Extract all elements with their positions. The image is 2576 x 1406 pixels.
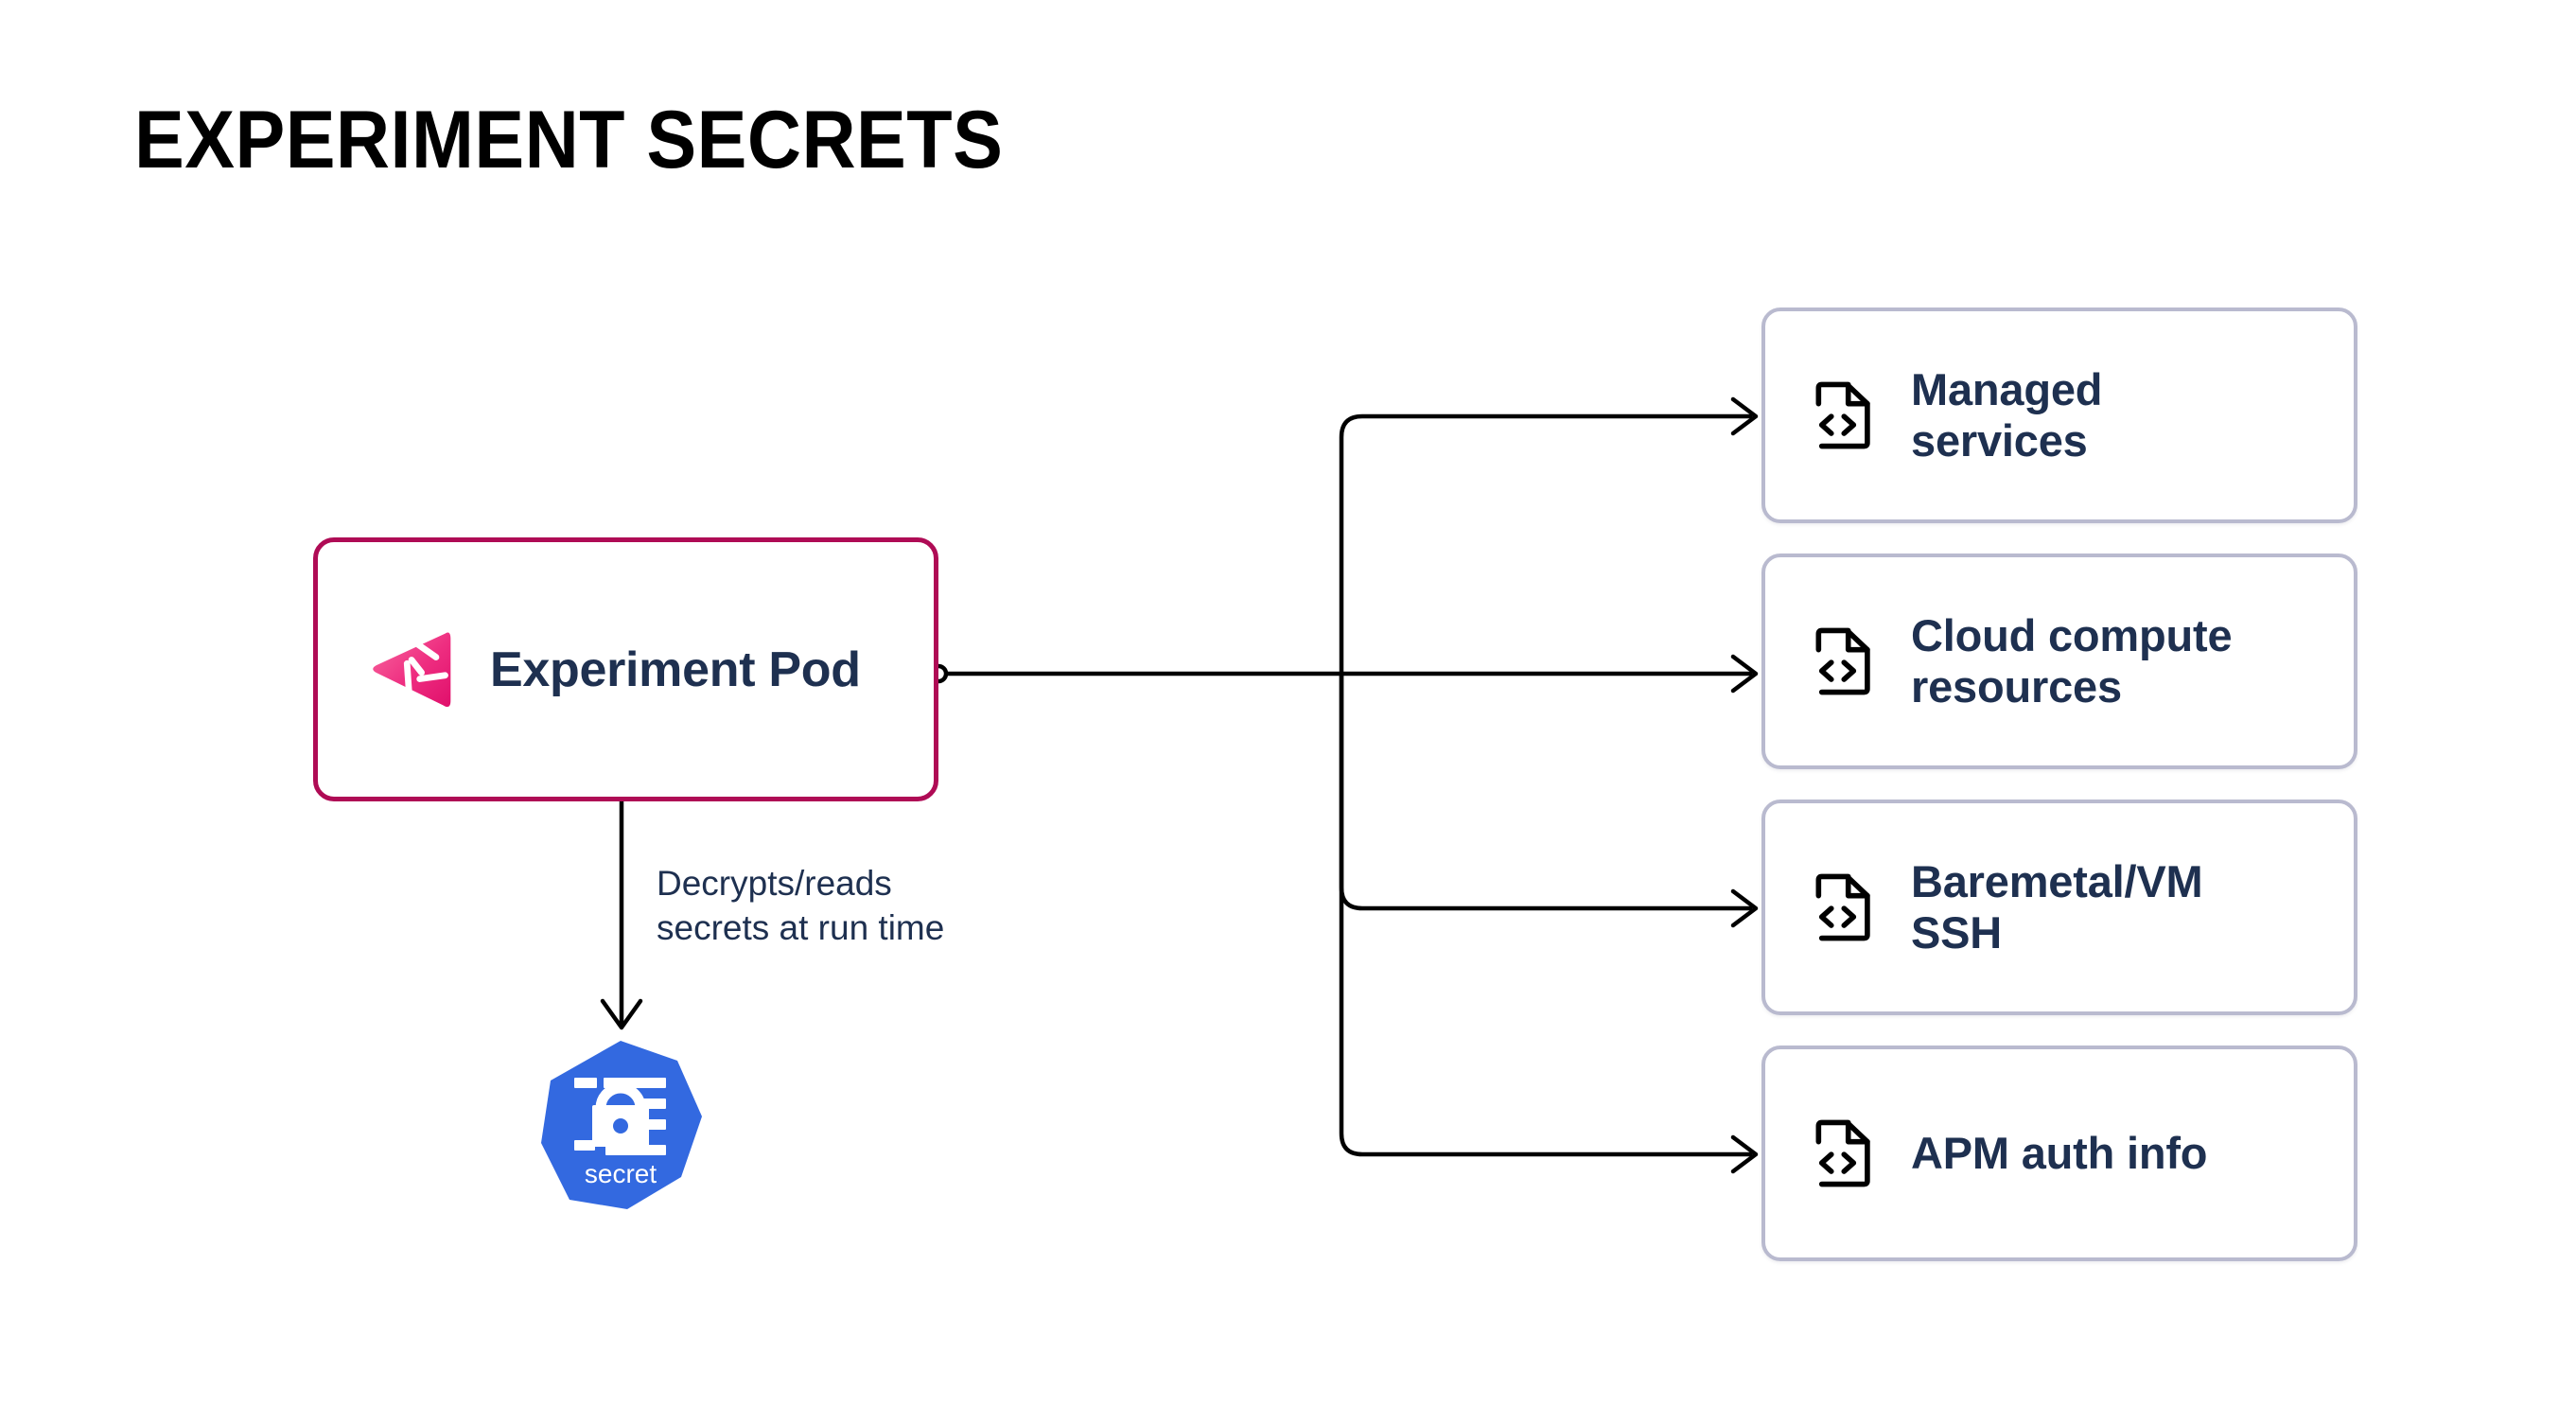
arrowhead-cloud-compute [1730,654,1759,694]
connector-branch-baremetal-ssh [1339,674,1752,911]
file-code-icon [1815,873,1870,941]
card-apm-auth-info[interactable]: APM auth info [1761,1046,2357,1261]
node-experiment-pod[interactable]: Experiment Pod [313,537,938,801]
card-label-line-1: Baremetal/VM [1911,856,2203,907]
card-label-line-1: Cloud compute [1911,610,2233,661]
card-label: Cloud compute resources [1911,610,2233,712]
card-label-line-2: resources [1911,661,2122,712]
arrowhead-apm-auth [1730,1134,1759,1174]
page-title: EXPERIMENT SECRETS [134,95,1004,185]
card-label: Baremetal/VM SSH [1911,856,2203,958]
card-managed-services[interactable]: Managed services [1761,308,2357,523]
node-experiment-pod-label: Experiment Pod [490,641,861,697]
edge-label-line-2: secrets at run time [657,908,945,948]
arrowhead-secret [600,998,643,1030]
card-label-line-2: SSH [1911,907,2003,958]
card-cloud-compute-resources[interactable]: Cloud compute resources [1761,554,2357,769]
card-label-line-1: APM auth info [1911,1128,2208,1179]
edge-label-line-1: Decrypts/reads [657,864,892,903]
secret-node-label: secret [585,1159,657,1188]
file-code-icon [1815,1119,1870,1187]
connector-branch-managed-services [1339,413,1752,674]
card-label: Managed services [1911,364,2103,466]
edge-label-decrypts-reads: Decrypts/reads secrets at run time [657,861,1063,951]
card-label-line-1: Managed [1911,364,2103,415]
kubernetes-secret-icon: secret [541,1041,702,1209]
arrowhead-managed-services [1730,396,1759,436]
card-label-line-2: services [1911,415,2088,466]
card-baremetal-vm-ssh[interactable]: Baremetal/VM SSH [1761,800,2357,1015]
connector-branch-apm-auth [1339,674,1752,1157]
arrowhead-baremetal-ssh [1730,888,1759,928]
card-label: APM auth info [1911,1128,2207,1179]
file-code-icon [1815,381,1870,449]
node-kubernetes-secret[interactable]: secret [537,1039,704,1215]
gremlin-logo-icon [373,632,451,707]
file-code-icon [1815,627,1870,695]
